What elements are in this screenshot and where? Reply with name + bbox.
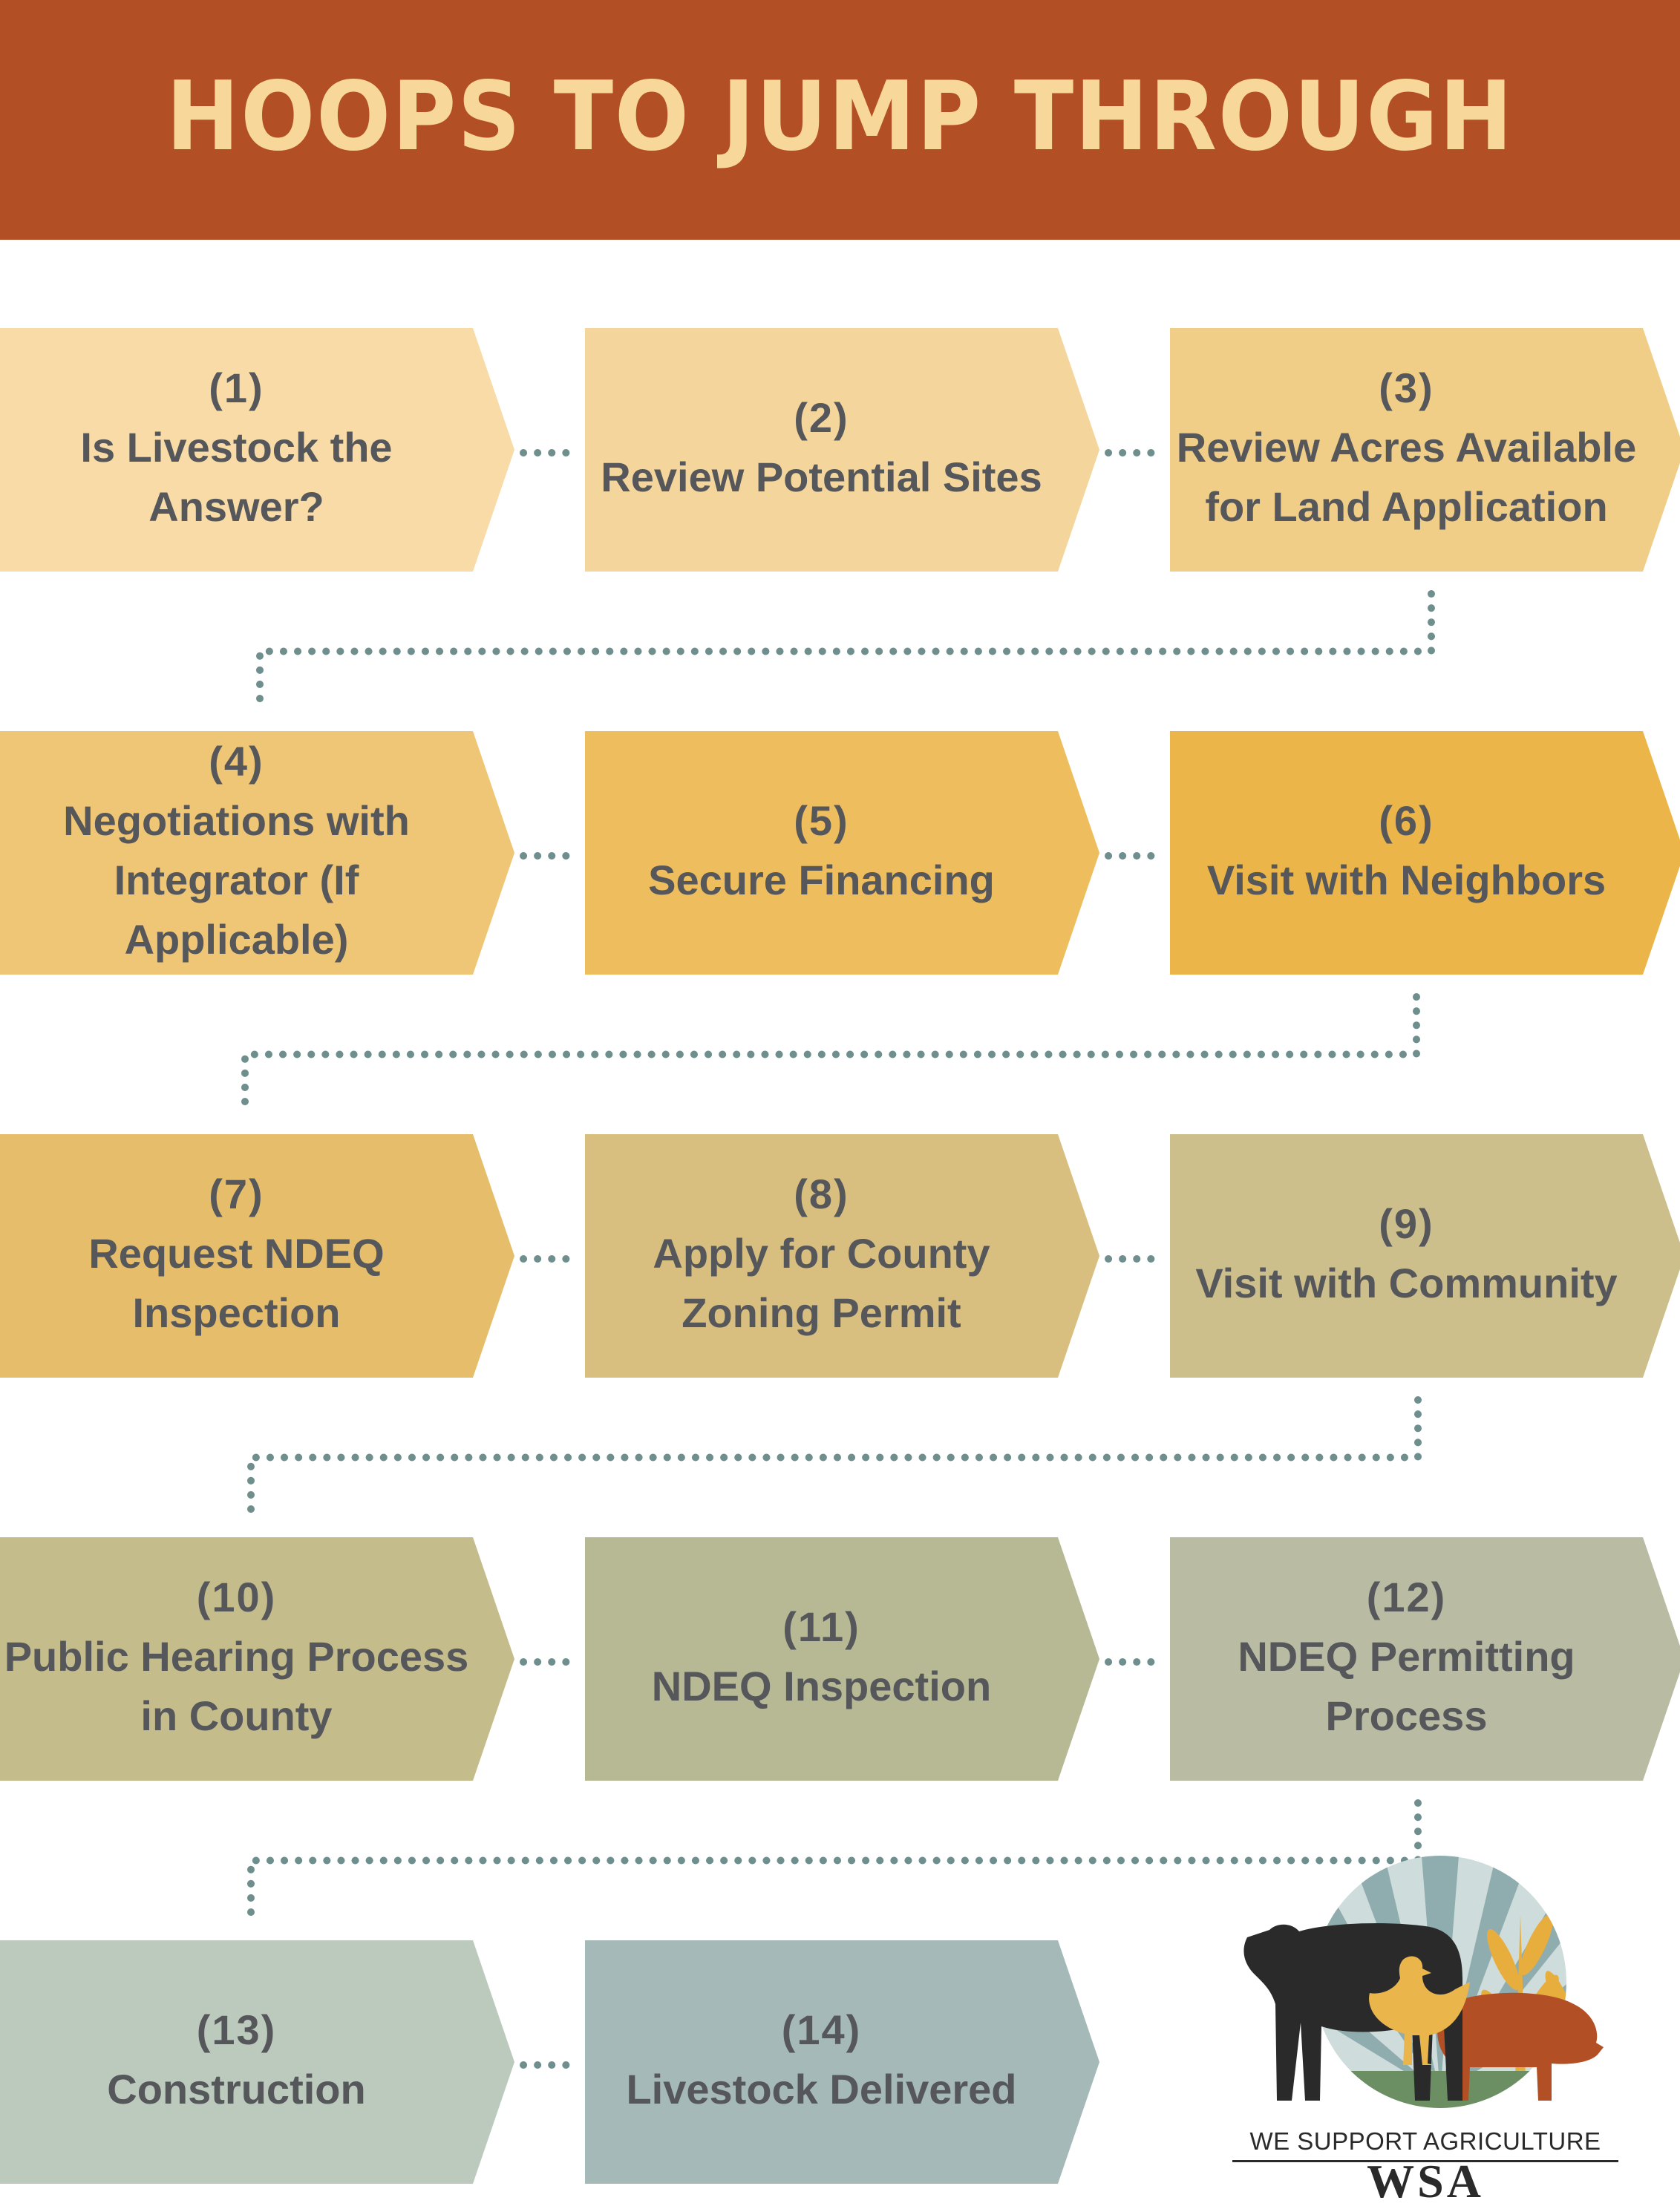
step-shape-11	[585, 1537, 1099, 1781]
connector-turn-4	[247, 1799, 1422, 1922]
step-3: (3) Review Acres Available for Land Appli…	[1170, 328, 1643, 572]
step-label: Livestock Delivered	[626, 2066, 1017, 2113]
step-number: (11)	[782, 1603, 860, 1650]
step-number: (8)	[794, 1171, 849, 1217]
farm-animals-logo-icon	[1243, 1856, 1604, 2108]
step-8: (8) Apply for County Zoning Permit	[585, 1134, 1058, 1378]
connector-turn-2	[241, 993, 1420, 1116]
step-label: Visit with Community	[1195, 1260, 1618, 1306]
logo-divider	[1232, 2160, 1618, 2162]
step-number: (14)	[781, 2006, 862, 2053]
step-label: Secure Financing	[648, 857, 995, 903]
step-label: Public Hearing Process in County	[4, 1633, 469, 1739]
step-label: Visit with Neighbors	[1206, 857, 1607, 903]
connector-turn-3	[247, 1396, 1422, 1519]
step-shape-13	[0, 1940, 514, 2184]
step-number: (10)	[196, 1574, 277, 1620]
step-label: Construction	[107, 2066, 366, 2113]
step-1: (1) Is Livestock the Answer?	[0, 328, 473, 572]
step-shape-4	[0, 731, 514, 975]
connector-turn-1	[256, 590, 1435, 713]
step-14: (14) Livestock Delivered	[585, 1940, 1058, 2184]
step-label: Negotiations with Integrator (If Applica…	[63, 797, 410, 963]
step-12: (12) NDEQ Permitting Process	[1170, 1537, 1643, 1781]
step-label: Is Livestock the Answer?	[80, 424, 393, 530]
step-number: (13)	[196, 2006, 277, 2053]
step-number: (9)	[1379, 1200, 1434, 1247]
step-shapes	[0, 328, 1680, 2184]
step-shape-2	[585, 328, 1099, 572]
step-6: (6) Visit with Neighbors	[1170, 731, 1643, 975]
step-label: NDEQ Permitting Process	[1238, 1633, 1575, 1739]
step-shape-7	[0, 1134, 514, 1378]
step-shape-5	[585, 731, 1099, 975]
step-shape-10	[0, 1537, 514, 1781]
step-shape-6	[1170, 731, 1680, 975]
step-number: (2)	[794, 394, 849, 441]
step-label: Review Acres Available for Land Applicat…	[1176, 424, 1637, 530]
step-label: Request NDEQ Inspection	[88, 1230, 385, 1336]
step-13: (13) Construction	[0, 1940, 473, 2184]
step-10: (10) Public Hearing Process in County	[0, 1537, 473, 1781]
page-title: HOOPS TO JUMP THROUGH	[166, 62, 1514, 172]
step-2: (2) Review Potential Sites	[585, 328, 1058, 572]
step-label: Apply for County Zoning Permit	[653, 1230, 990, 1336]
step-shape-8	[585, 1134, 1099, 1378]
header-banner: HOOPS TO JUMP THROUGH	[0, 0, 1680, 240]
step-11: (11) NDEQ Inspection	[585, 1537, 1058, 1781]
step-shape-3	[1170, 328, 1680, 572]
step-9: (9) Visit with Community	[1170, 1134, 1643, 1378]
logo-tagline: WE SUPPORT AGRICULTURE	[1249, 2127, 1601, 2155]
step-number: (4)	[209, 738, 264, 785]
wsa-logo: WE SUPPORT AGRICULTURE WSA	[1217, 1848, 1633, 2208]
step-number: (3)	[1379, 364, 1434, 411]
step-5: (5) Secure Financing	[585, 731, 1058, 975]
step-shape-14	[585, 1940, 1099, 2184]
step-number: (5)	[794, 797, 849, 844]
step-4: (4) Negotiations with Integrator (If Appl…	[0, 731, 473, 975]
logo-abbreviation: WSA	[1367, 2155, 1484, 2208]
step-7: (7) Request NDEQ Inspection	[0, 1134, 473, 1378]
step-label: Review Potential Sites	[601, 454, 1042, 500]
step-shape-9	[1170, 1134, 1680, 1378]
step-number: (12)	[1366, 1574, 1447, 1620]
step-number: (6)	[1379, 797, 1434, 844]
step-label: NDEQ Inspection	[651, 1663, 992, 1709]
step-shape-12	[1170, 1537, 1680, 1781]
step-number: (1)	[209, 364, 264, 411]
step-number: (7)	[209, 1171, 264, 1217]
step-shape-1	[0, 328, 514, 572]
connectors	[241, 449, 1435, 2069]
